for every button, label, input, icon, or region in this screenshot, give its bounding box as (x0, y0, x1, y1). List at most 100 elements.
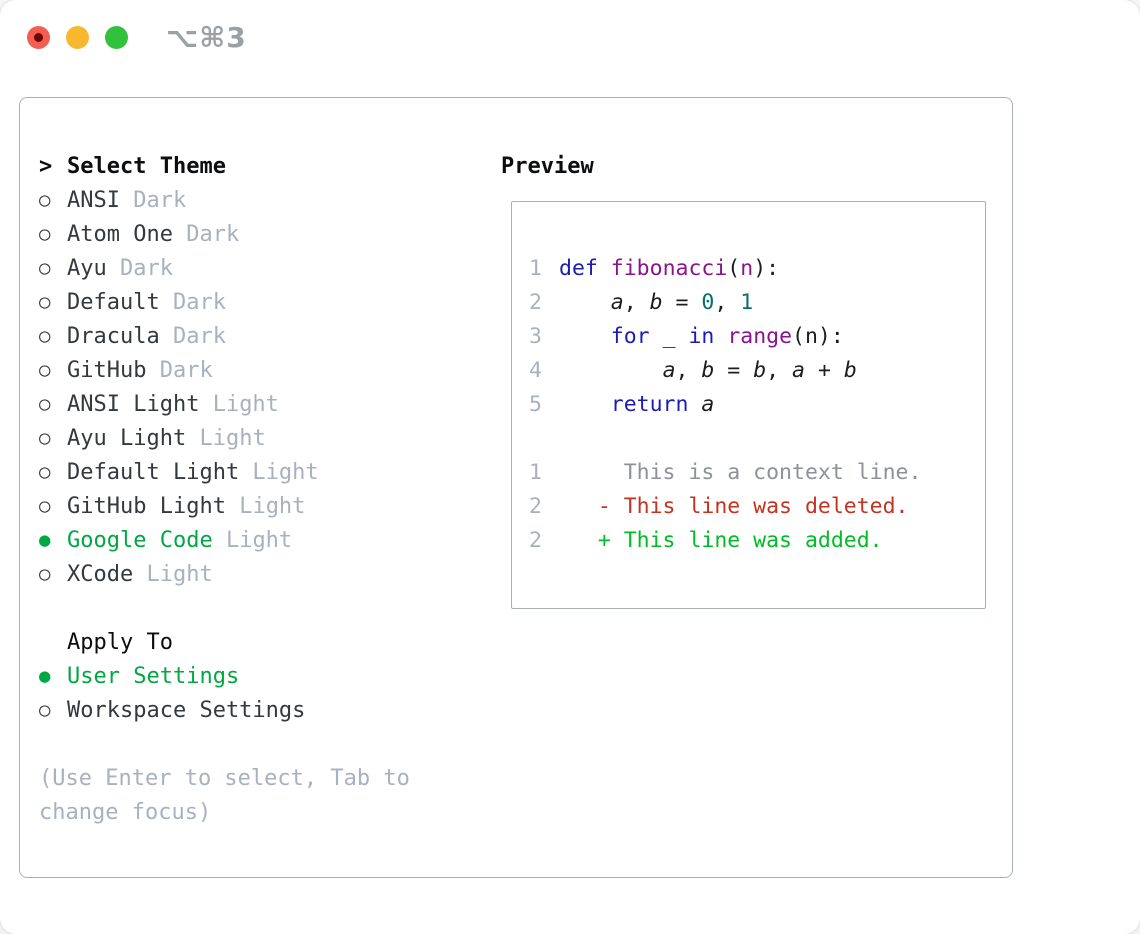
theme-option-atom-one-dark[interactable]: ○Atom One Dark (39, 217, 410, 251)
radio-icon: ○ (39, 393, 51, 415)
theme-option-google-code-light[interactable]: ●Google Code Light (39, 523, 410, 557)
theme-variant-label: Dark (159, 289, 226, 315)
theme-name-label: Default (67, 289, 160, 315)
line-number: 1 (529, 459, 542, 485)
theme-option-github-dark[interactable]: ○GitHub Dark (39, 353, 410, 387)
line-number: 3 (529, 323, 542, 349)
blank-line (529, 421, 985, 455)
main-panel: > Select Theme ○ANSI Dark○Atom One Dark○… (19, 97, 1013, 878)
select-theme-title: Select Theme (67, 153, 226, 179)
theme-name-label: Default Light (67, 459, 240, 485)
code-line: 5 return a (529, 387, 985, 421)
theme-variant-label: Dark (159, 323, 226, 349)
code-token-kw: in (688, 323, 715, 349)
zoom-button[interactable] (105, 26, 128, 49)
code-token-kw: for (610, 323, 650, 349)
theme-name-label: Dracula (67, 323, 160, 349)
code-token-pl (559, 324, 611, 349)
code-token-pl (688, 392, 701, 417)
radio-icon: ○ (39, 291, 51, 313)
code-line: 3 for _ in range(n): (529, 319, 985, 353)
apply-to-title: Apply To (67, 629, 173, 655)
theme-variant-label: Light (225, 493, 306, 519)
theme-name-label: GitHub Light (67, 493, 226, 519)
line-number: 2 (529, 527, 542, 553)
theme-name-label: Ayu (67, 255, 107, 281)
window-title: ⌥⌘3 (166, 21, 247, 54)
code-token-kw: def (559, 255, 598, 281)
code-line: 4 a, b = b, a + b (529, 353, 985, 387)
preview-title: Preview (501, 153, 594, 179)
code-token-pl (559, 290, 611, 315)
theme-variant-label: Light (199, 391, 279, 417)
theme-option-ayu-dark[interactable]: ○Ayu Dark (39, 251, 410, 285)
code-token-var: a (610, 289, 624, 315)
code-token-pl: = (662, 289, 702, 315)
theme-name-label: GitHub (67, 357, 147, 383)
titlebar: ⌥⌘3 (0, 0, 1140, 72)
theme-option-default-dark[interactable]: ○ Default Dark (39, 285, 410, 319)
code-token-pl (598, 256, 611, 281)
code-token-add: + This line was added. (559, 527, 883, 553)
radio-icon: ○ (39, 223, 51, 245)
theme-list: ○ANSI Dark○Atom One Dark○Ayu Dark○Defaul… (39, 183, 410, 591)
theme-name-label: Ayu Light (67, 425, 187, 451)
theme-option-ayu-light-light[interactable]: ○Ayu Light Light (39, 421, 410, 455)
focus-caret-icon: > (39, 153, 53, 179)
code-token-pl: _ (649, 323, 689, 349)
theme-name-label: ANSI Light (67, 391, 200, 417)
apply-option-label: User Settings (67, 663, 240, 689)
spacer (39, 727, 410, 761)
close-button[interactable] (27, 26, 50, 49)
radio-icon: ○ (39, 461, 51, 483)
line-number: 4 (529, 357, 542, 383)
code-token-kw: return (610, 391, 689, 417)
added-line: 2 + This line was added. (529, 523, 985, 557)
theme-variant-label: Light (133, 561, 213, 587)
radio-icon: ○ (39, 189, 51, 211)
theme-variant-label: Dark (119, 187, 187, 213)
code-token-ctx: This is a context line. (559, 459, 922, 485)
theme-option-xcode-light[interactable]: ○XCode Light (39, 557, 410, 591)
apply-to-header-row: Apply To (39, 625, 410, 659)
code-token-pl: , (623, 289, 650, 315)
theme-name-label: ANSI (67, 187, 120, 213)
theme-option-github-light-light[interactable]: ○ GitHub Light Light (39, 489, 410, 523)
code-token-var: b (701, 357, 715, 383)
code-line: 2 a, b = 0, 1 (529, 285, 985, 319)
apply-option-user-settings[interactable]: ● User Settings (39, 659, 410, 693)
apply-option-workspace-settings[interactable]: ○ Workspace Settings (39, 693, 410, 727)
radio-selected-icon: ● (39, 665, 51, 687)
code-token-var: b (649, 289, 663, 315)
theme-option-ansi-light-light[interactable]: ○ ANSI Light Light (39, 387, 410, 421)
code-token-var: b (753, 357, 767, 383)
code-token-pl: + (805, 357, 844, 383)
minimize-button[interactable] (66, 26, 89, 49)
theme-variant-label: Light (212, 527, 293, 553)
code-token-var: b (843, 357, 857, 383)
code-token-var: a (792, 357, 805, 383)
radio-icon: ○ (39, 427, 51, 449)
theme-option-dracula-dark[interactable]: ○ Dracula Dark (39, 319, 410, 353)
help-text-line-1: (Use Enter to select, Tab to (39, 765, 410, 791)
code-token-nm: 1 (740, 289, 754, 315)
select-theme-header-row: > Select Theme (39, 149, 410, 183)
theme-option-ansi-dark[interactable]: ○ ANSI Dark (39, 183, 410, 217)
code-token-prm: n (740, 255, 754, 281)
apply-option-label: Workspace Settings (67, 697, 306, 723)
theme-option-default-light-light[interactable]: ○Default Light Light (39, 455, 410, 489)
code-token-fn: fibonacci (610, 255, 728, 281)
theme-variant-label: Dark (172, 221, 240, 247)
code-token-pl: , (675, 357, 702, 383)
radio-icon: ○ (39, 495, 51, 517)
radio-icon: ○ (39, 325, 51, 347)
unsaved-changes-dot-icon (34, 33, 43, 42)
code-token-pl: = (714, 357, 754, 383)
line-number: 2 (529, 289, 542, 315)
preview-header-row: Preview (501, 149, 594, 183)
theme-name-label: Google Code (67, 527, 213, 553)
radio-icon: ○ (39, 699, 51, 721)
code-token-var: a (662, 357, 676, 383)
line-number: 2 (529, 493, 542, 519)
